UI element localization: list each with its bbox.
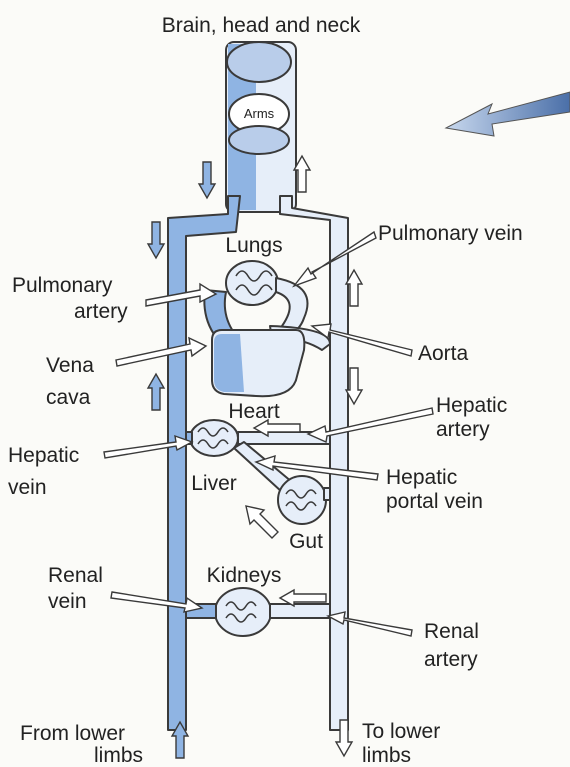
- pointer-hepatic-artery: [308, 408, 433, 442]
- gut-artery-vessel: [324, 488, 330, 500]
- label-pulmonary-artery-line2: artery: [74, 300, 128, 323]
- label-hepatic-portal-line2: portal vein: [386, 490, 483, 513]
- vessel-network: [168, 42, 348, 730]
- kidneys-organ: [215, 588, 271, 636]
- renal-artery-vessel: [270, 604, 330, 618]
- label-vena-cava-line1: Vena: [46, 354, 94, 377]
- label-to-lower-line1: To lower: [362, 720, 440, 743]
- label-heart: Heart: [228, 400, 280, 423]
- lungs-organ: [226, 261, 278, 305]
- label-gut: Gut: [289, 530, 323, 553]
- label-renal-artery-line1: Renal: [424, 620, 479, 643]
- label-hepatic-artery-line2: artery: [436, 418, 490, 441]
- upleft-arrow-icon: [246, 506, 278, 538]
- arms-lower-organ: [229, 126, 289, 154]
- label-hepatic-artery-line1: Hepatic: [436, 394, 507, 417]
- down-arrow-icon: [148, 222, 164, 258]
- label-hepatic-portal-line1: Hepatic: [386, 466, 457, 489]
- label-hepatic-vein-line1: Hepatic: [8, 444, 79, 467]
- label-to-lower-line2: limbs: [362, 744, 411, 767]
- label-pulmonary-vein: Pulmonary vein: [378, 222, 523, 245]
- label-aorta: Aorta: [418, 342, 469, 365]
- brain-organ: [227, 42, 291, 82]
- label-lungs: Lungs: [225, 234, 282, 257]
- label-hepatic-vein-line2: vein: [8, 476, 47, 499]
- label-liver: Liver: [191, 472, 237, 495]
- label-renal-vein-line1: Renal: [48, 564, 103, 587]
- label-kidneys: Kidneys: [207, 564, 282, 587]
- label-pulmonary-artery-line1: Pulmonary: [12, 274, 113, 297]
- up-arrow-icon: [148, 374, 164, 410]
- label-arms: Arms: [244, 106, 275, 121]
- pointer-vena-cava: [116, 338, 206, 366]
- label-renal-artery-line2: artery: [424, 648, 478, 671]
- down-arrow-icon: [199, 162, 215, 198]
- label-brain: Brain, head and neck: [162, 14, 361, 37]
- gut-organ: [278, 476, 326, 524]
- label-vena-cava-line2: cava: [46, 386, 91, 409]
- label-from-lower-line1: From lower: [20, 722, 125, 745]
- heart-right-side: [214, 334, 244, 392]
- decorative-arrow-icon: [446, 92, 570, 136]
- liver-organ: [190, 420, 238, 456]
- label-from-lower-line2: limbs: [94, 744, 143, 767]
- pointer-renal-vein: [111, 592, 202, 612]
- label-renal-vein-line2: vein: [48, 590, 87, 613]
